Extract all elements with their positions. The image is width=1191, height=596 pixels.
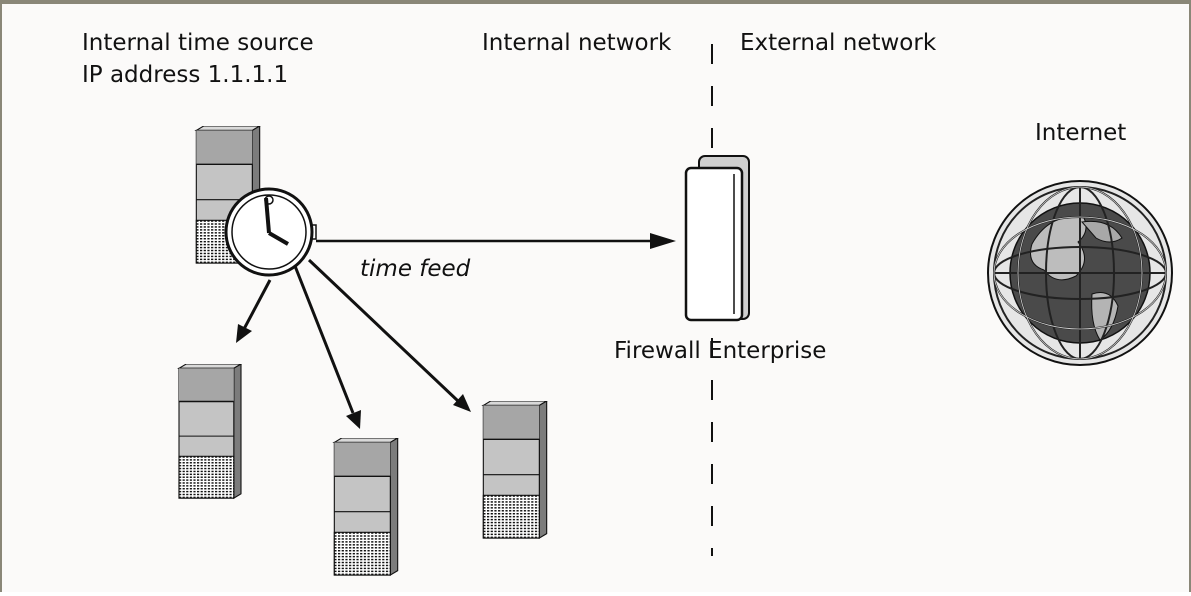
internal-server-icon [482, 401, 548, 540]
firewall-label: Firewall Enterprise [614, 338, 827, 364]
internal-network-label: Internal network [482, 30, 672, 56]
time-feed-arrow-icon [316, 233, 676, 249]
time-feed-label: time feed [360, 256, 471, 282]
clock-icon [224, 187, 317, 277]
external-network-label: External network [740, 30, 937, 56]
globe-icon [987, 180, 1173, 366]
firewall-icon [684, 155, 750, 322]
internal-server-icon [333, 438, 399, 577]
distribution-arrows-icon [236, 258, 471, 429]
diagram-graphics [177, 44, 1173, 577]
internet-label: Internet [1035, 120, 1127, 146]
time-source-name-label: Internal time source [82, 30, 314, 56]
internal-server-icon [177, 364, 243, 500]
time-source-ip-label: IP address 1.1.1.1 [82, 62, 289, 88]
